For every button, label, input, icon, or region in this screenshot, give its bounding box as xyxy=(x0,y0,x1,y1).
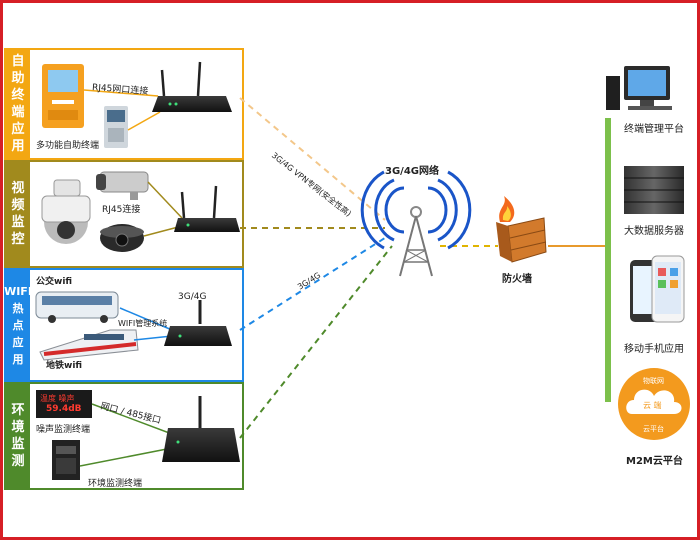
cloud-top-label: 物联网 xyxy=(643,377,664,385)
router-icon-2 xyxy=(174,185,240,232)
firewall-label: 防火墙 xyxy=(502,274,532,285)
kiosk-icon xyxy=(42,64,84,128)
cable-env xyxy=(79,447,173,467)
rj45-label: RJ45连接 xyxy=(102,205,141,215)
dome-camera-icon xyxy=(41,179,91,244)
cable-metro xyxy=(133,335,173,341)
link-self-service xyxy=(239,97,386,221)
cloud-mid-label: 云 端 xyxy=(643,401,662,410)
link-environment xyxy=(239,245,393,439)
bigdata-server-label: 大数据服务器 xyxy=(624,226,684,237)
metro-wifi-label: 地铁wifi xyxy=(46,361,83,371)
desktop-pc-icon xyxy=(606,66,672,110)
m2m-label: M2M云平台 xyxy=(626,456,683,467)
wifi-system-label: WIFI管理系统 xyxy=(118,319,168,328)
cable-atm xyxy=(127,111,161,131)
cloud-bot-label: 云平台 xyxy=(643,425,664,433)
cable-noise xyxy=(91,403,173,435)
cable-bus xyxy=(119,307,173,331)
router-3g4g-label: 3G/4G xyxy=(178,292,207,302)
panel-self-service-title: 自助终端应用 xyxy=(6,50,30,158)
mobile-app-label: 移动手机应用 xyxy=(624,344,684,355)
atm-icon xyxy=(104,106,128,148)
mobile-phones-icon xyxy=(630,255,685,323)
noise-display-icon xyxy=(36,390,92,418)
panel-environment-title: 环境监测 xyxy=(6,384,30,488)
noise-label: 噪声监测终端 xyxy=(36,425,91,435)
cable-kiosk xyxy=(83,89,159,97)
network-label: 3G/4G网络 xyxy=(385,166,439,177)
metro-train-icon xyxy=(39,329,139,361)
kiosk-label: 多功能自助终端 xyxy=(36,141,100,151)
router-icon-1 xyxy=(152,61,232,112)
cable-camera-1 xyxy=(147,181,183,219)
cloud-platform-icon xyxy=(618,368,690,440)
panel-video-title: 视频监控 xyxy=(6,162,30,266)
bus-icon xyxy=(35,291,119,323)
router-icon-3 xyxy=(164,300,232,346)
server-rack-icon xyxy=(624,166,684,214)
router-icon-4 xyxy=(162,396,240,462)
bus-wifi-label: 公交wifi xyxy=(36,277,73,287)
env-monitor-icon xyxy=(52,440,80,480)
env-label: 环境监测终端 xyxy=(88,479,143,489)
right-bus-bar xyxy=(605,118,611,402)
ir-camera-icon xyxy=(100,224,144,252)
terminal-platform-label: 终端管理平台 xyxy=(624,124,684,135)
firewall-icon xyxy=(496,196,547,263)
noise-screen-text-1: 温度 噪声 xyxy=(40,394,75,403)
cell-tower-icon xyxy=(360,170,472,277)
noise-screen-text-2: 59.4dB xyxy=(46,404,82,414)
link-wifi xyxy=(239,235,389,331)
bullet-camera-icon xyxy=(96,171,149,200)
